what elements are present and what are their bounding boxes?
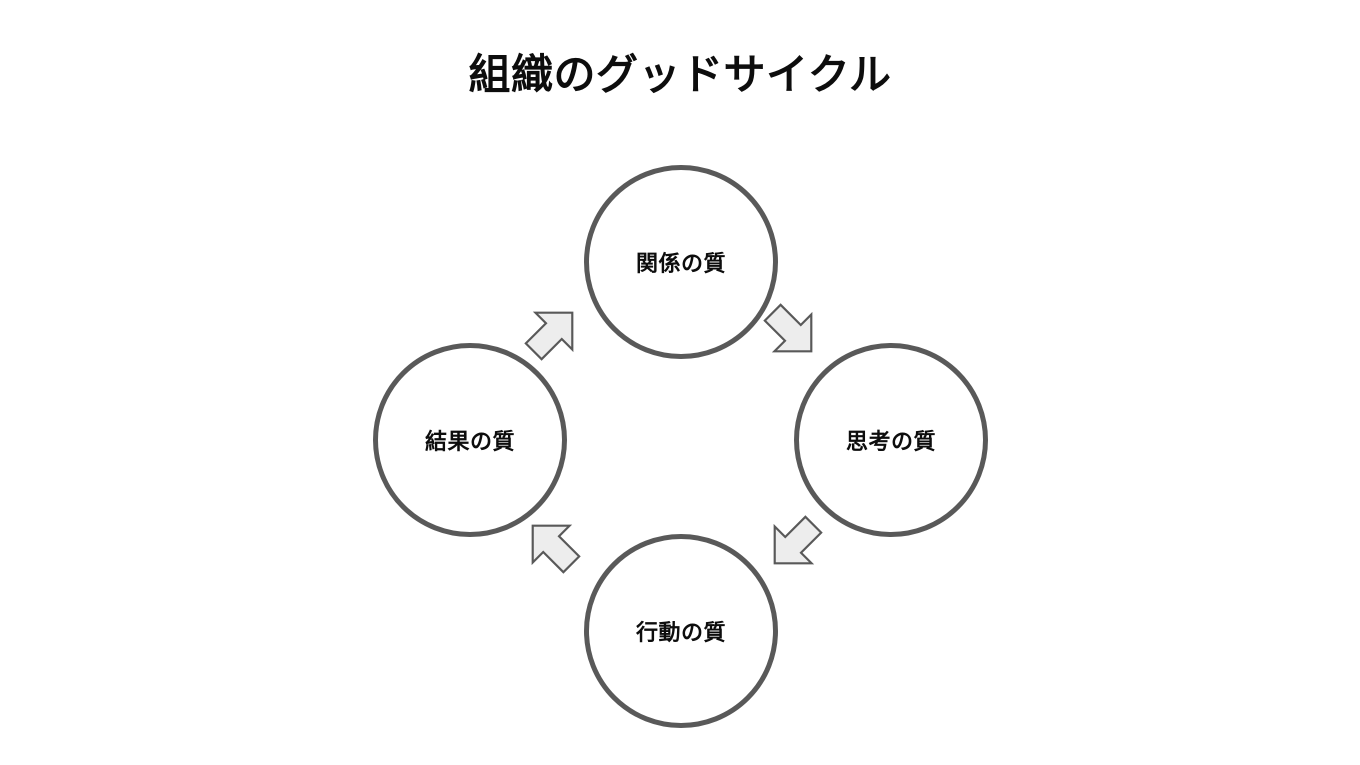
arrow-down-right-icon [748, 288, 836, 376]
cycle-node-label: 思考の質 [845, 430, 936, 455]
arrow-down-left-icon [750, 500, 838, 588]
cycle-node-relationship[interactable]: 関係の質 [584, 165, 778, 359]
cycle-node-result[interactable]: 結果の質 [373, 343, 567, 537]
cycle-node-label: 結果の質 [424, 430, 515, 455]
cycle-node-label: 行動の質 [635, 621, 726, 646]
page-title: 組織のグッドサイクル [468, 50, 892, 99]
cycle-node-thinking[interactable]: 思考の質 [794, 343, 988, 537]
cycle-node-action[interactable]: 行動の質 [584, 534, 778, 728]
arrow-up-right-icon [509, 288, 597, 376]
cycle-node-label: 関係の質 [635, 252, 726, 277]
arrow-up-left-icon [508, 501, 596, 589]
